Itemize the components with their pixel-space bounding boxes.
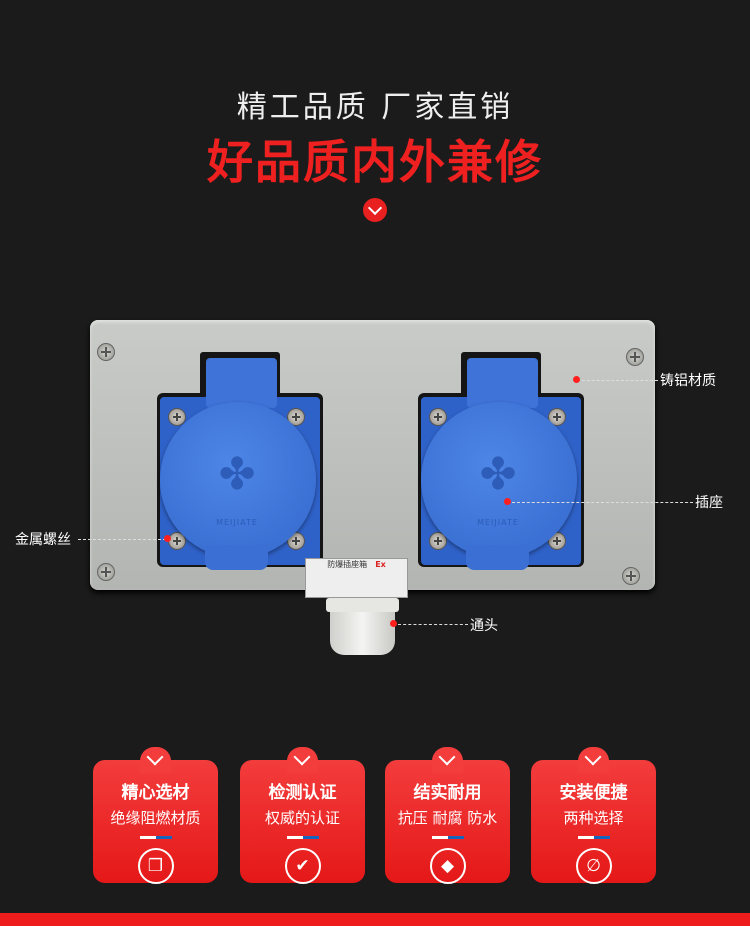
- checkmark-icon: ✔: [284, 848, 321, 884]
- screw-icon: [429, 532, 447, 550]
- screw-icon: [287, 408, 305, 426]
- callout-material: 铸铝材质: [660, 373, 716, 389]
- callout-line: [512, 502, 693, 503]
- callout-dot: [573, 376, 580, 383]
- socket-brand: MEIJIATE: [477, 518, 519, 527]
- screw-icon: [548, 408, 566, 426]
- socket-right: ✤ MEIJIATE: [418, 350, 588, 572]
- callout-dot: [390, 620, 397, 627]
- socket-left: ✤ MEIJIATE: [157, 350, 327, 572]
- feature-subtitle: 权威的认证: [264, 809, 340, 827]
- clover-logo-icon: ✤: [218, 449, 256, 500]
- feature-card-certification: 检测认证 权威的认证 ✔: [240, 747, 365, 884]
- callout-dot: [504, 498, 511, 505]
- feature-title: 精心选材: [121, 783, 190, 803]
- ex-mark: Ex: [375, 560, 386, 569]
- chevron-down-icon: [363, 198, 387, 222]
- divider: [577, 836, 610, 839]
- screw-icon: [622, 567, 640, 585]
- screw-icon: [97, 343, 115, 361]
- callout-connector: 通头: [470, 618, 498, 634]
- feature-subtitle: 两种选择: [563, 809, 624, 827]
- page-subtitle: 精工品质 厂家直销: [236, 90, 514, 125]
- chevron-down-icon: [140, 747, 171, 773]
- callout-socket: 插座: [695, 495, 723, 511]
- callout-screws: 金属螺丝: [15, 532, 71, 548]
- callout-dot: [164, 535, 171, 542]
- callout-line: [398, 624, 468, 625]
- chevron-down-icon: [432, 747, 463, 773]
- cubes-icon: ❒: [137, 848, 174, 884]
- feature-card-material: 精心选材 绝缘阻燃材质 ❒: [93, 747, 218, 884]
- chevron-down-icon: [287, 747, 318, 773]
- nameplate: 防爆插座箱 Ex: [305, 558, 408, 598]
- page-headline: 好品质内外兼修: [207, 135, 543, 189]
- screw-icon: [626, 348, 644, 366]
- divider: [139, 836, 172, 839]
- callout-line: [582, 380, 658, 381]
- feature-subtitle: 抗压 耐腐 防水: [397, 809, 498, 827]
- feature-card-install: 安装便捷 两种选择 ∅: [531, 747, 656, 884]
- feature-title: 检测认证: [268, 783, 337, 803]
- feature-title: 安装便捷: [559, 783, 628, 803]
- bottom-bar: [0, 913, 750, 926]
- link-icon: ∅: [575, 848, 612, 884]
- socket-lid[interactable]: [421, 402, 577, 558]
- divider: [286, 836, 319, 839]
- cable-gland: [326, 598, 399, 655]
- screw-icon: [168, 408, 186, 426]
- screw-icon: [97, 563, 115, 581]
- feature-subtitle: 绝缘阻燃材质: [110, 809, 201, 827]
- callout-line: [78, 539, 166, 540]
- socket-brand: MEIJIATE: [216, 518, 258, 527]
- chevron-down-icon: [578, 747, 609, 773]
- clover-logo-icon: ✤: [479, 449, 517, 500]
- nameplate-title: 防爆插座箱: [327, 560, 368, 569]
- feature-title: 结实耐用: [413, 783, 482, 803]
- divider: [431, 836, 464, 839]
- socket-lid[interactable]: [160, 402, 316, 558]
- screw-icon: [429, 408, 447, 426]
- feature-card-durable: 结实耐用 抗压 耐腐 防水 ◆: [385, 747, 510, 884]
- diamond-icon: ◆: [429, 848, 466, 884]
